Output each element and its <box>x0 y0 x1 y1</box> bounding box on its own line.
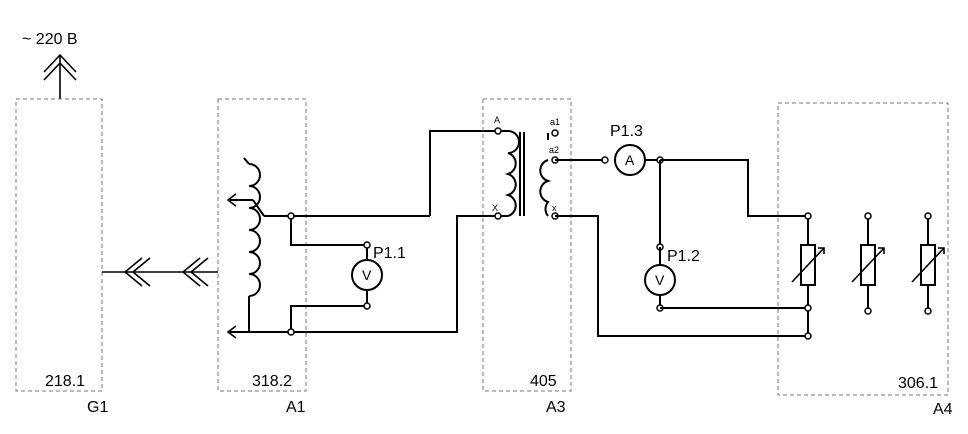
terminal-a1: a1 <box>550 117 560 127</box>
connector-chevron-icon <box>123 257 143 287</box>
voltmeter-p11: V P1.1 <box>351 245 406 291</box>
block-a1-code: 318.2 <box>252 373 292 390</box>
voltmeter-symbol: V <box>655 272 665 288</box>
block-a4-code: 306.1 <box>898 375 938 392</box>
block-a3: 405 A3 <box>482 98 572 416</box>
voltmeter-symbol: V <box>362 267 372 283</box>
block-a4: 306.1 A4 <box>777 102 953 418</box>
block-a3-code: 405 <box>530 373 557 390</box>
supply-plug: ~ 220 B <box>22 31 78 99</box>
ammeter-p13: A P1.3 <box>610 123 646 176</box>
variable-resistor <box>851 212 885 315</box>
block-a3-designator: A3 <box>546 399 566 416</box>
block-g1-designator: G1 <box>87 399 108 416</box>
connector-chevron-icon <box>181 257 201 287</box>
voltmeter-p12: V P1.2 <box>644 248 700 296</box>
terminal-x: x <box>552 203 557 213</box>
voltmeter-p11-label: P1.1 <box>373 245 406 262</box>
autotransformer-coil <box>226 157 292 339</box>
transformer-windings: A X a1 a2 x <box>492 115 560 220</box>
ammeter-p13-label: P1.3 <box>610 123 643 140</box>
variable-resistor <box>791 212 825 340</box>
connector-plug <box>102 257 218 287</box>
block-g1: 218.1 G1 <box>15 98 108 416</box>
terminal-X: X <box>492 203 498 213</box>
block-g1-code: 218.1 <box>45 373 85 390</box>
arrow-icon <box>226 325 237 339</box>
connector-chevron-icon <box>131 257 151 287</box>
connector-chevron-icon <box>189 257 209 287</box>
voltmeter-p12-label: P1.2 <box>667 248 700 265</box>
block-a1-designator: A1 <box>286 399 306 416</box>
secondary-wiring <box>555 156 808 337</box>
block-a4-designator: A4 <box>933 401 953 418</box>
terminal-a2: a2 <box>549 145 559 155</box>
supply-label: ~ 220 B <box>22 31 78 48</box>
arrow-icon <box>226 193 237 207</box>
variable-resistor <box>911 212 945 315</box>
a1-wiring <box>264 130 498 336</box>
ammeter-symbol: A <box>625 152 635 168</box>
block-a1: 318.2 A1 <box>217 98 307 416</box>
terminal-A: A <box>494 115 500 125</box>
